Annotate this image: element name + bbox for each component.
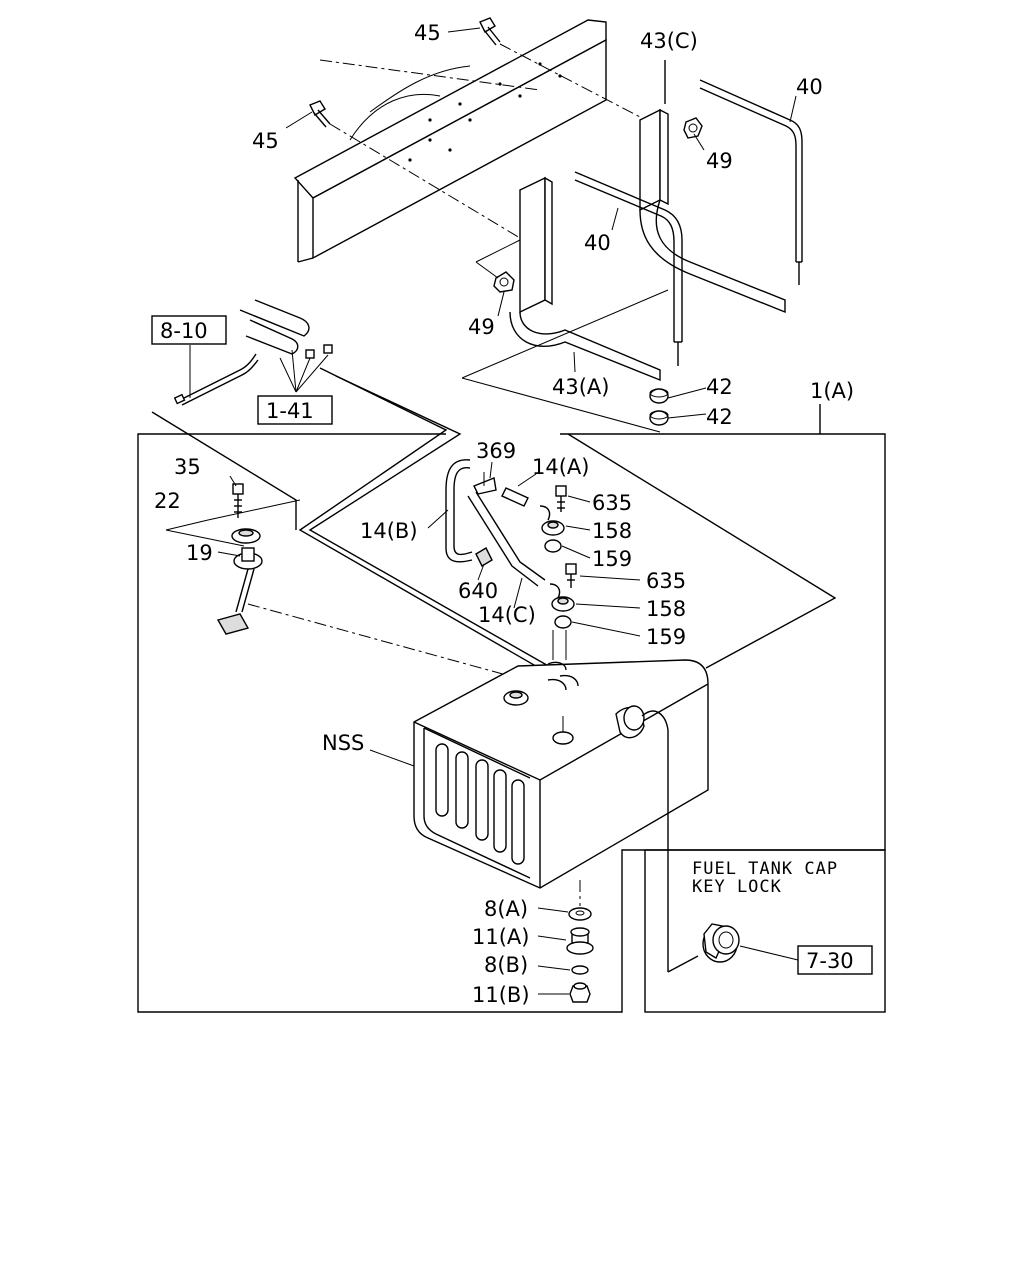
strap-40-rear [699,79,803,285]
tank-ribs [435,743,525,865]
label-369: 369 [476,439,516,463]
label-49-top: 49 [706,149,733,173]
ref-box-1-41[interactable] [257,395,333,425]
label-45-top: 45 [414,21,441,45]
label-49-bottom: 49 [468,315,495,339]
label-640: 640 [458,579,498,603]
label-159-lower: 159 [646,625,686,649]
label-14a: 14(A) [532,455,589,479]
label-158-upper: 158 [592,519,632,543]
label-43c: 43(C) [640,29,698,53]
ref-label-8-10[interactable]: 8-10 [160,319,208,343]
label-11a: 11(A) [472,925,529,949]
label-42-upper: 42 [706,375,733,399]
bracket-43c [639,60,786,314]
label-40-front: 40 [584,231,611,255]
nut-42-upper [649,388,669,404]
nut-49-bottom [493,271,515,293]
assembly-border [137,433,886,1013]
inset-title-line2: KEY LOCK [692,877,782,897]
ref-box-7-30[interactable] [797,945,873,975]
label-22: 22 [154,489,181,513]
label-14b: 14(B) [360,519,418,543]
label-43a: 43(A) [552,375,609,399]
frame-rail [293,19,607,263]
label-159-upper: 159 [592,547,632,571]
label-nss: NSS [322,731,364,755]
fuel-tank [413,659,709,889]
label-35: 35 [174,455,201,479]
wiring-harness [173,299,333,406]
label-11b: 11(B) [472,983,530,1007]
leader-lines [217,27,799,995]
label-8a: 8(A) [484,897,528,921]
label-45-left: 45 [252,129,279,153]
label-40-rear: 40 [796,75,823,99]
fuel-line-ribbon [151,367,837,681]
ref-box-8-10[interactable] [151,315,227,345]
label-1a: 1(A) [810,379,854,403]
label-8b: 8(B) [484,953,528,977]
label-635-upper: 635 [592,491,632,515]
bolt-45-left [309,100,331,128]
label-635-lower: 635 [646,569,686,593]
nut-49-top [683,117,703,139]
label-14c: 14(C) [478,603,536,627]
ref-label-7-30[interactable]: 7-30 [806,949,854,973]
callout-labels: 45 45 43(C) 40 49 40 49 43(A) 42 42 1(A)… [154,21,854,1007]
label-42-lower: 42 [706,405,733,429]
label-158-lower: 158 [646,597,686,621]
bracket-43a [509,176,661,382]
ref-label-1-41[interactable]: 1-41 [266,399,314,423]
hose-assembly [445,459,546,587]
strap-40-front [574,171,683,366]
clamp-lower [549,563,577,629]
inset-title-line1: FUEL TANK CAP [692,859,838,879]
clamp-upper [539,485,567,553]
bolt-45-top [479,17,501,46]
fuel-tank-cap-icon [702,923,740,963]
label-19: 19 [186,541,213,565]
drain-plug-set [566,907,594,1003]
nut-42-lower [649,410,669,426]
inset-frame [644,849,886,1013]
fuel-sender-unit [165,483,301,635]
